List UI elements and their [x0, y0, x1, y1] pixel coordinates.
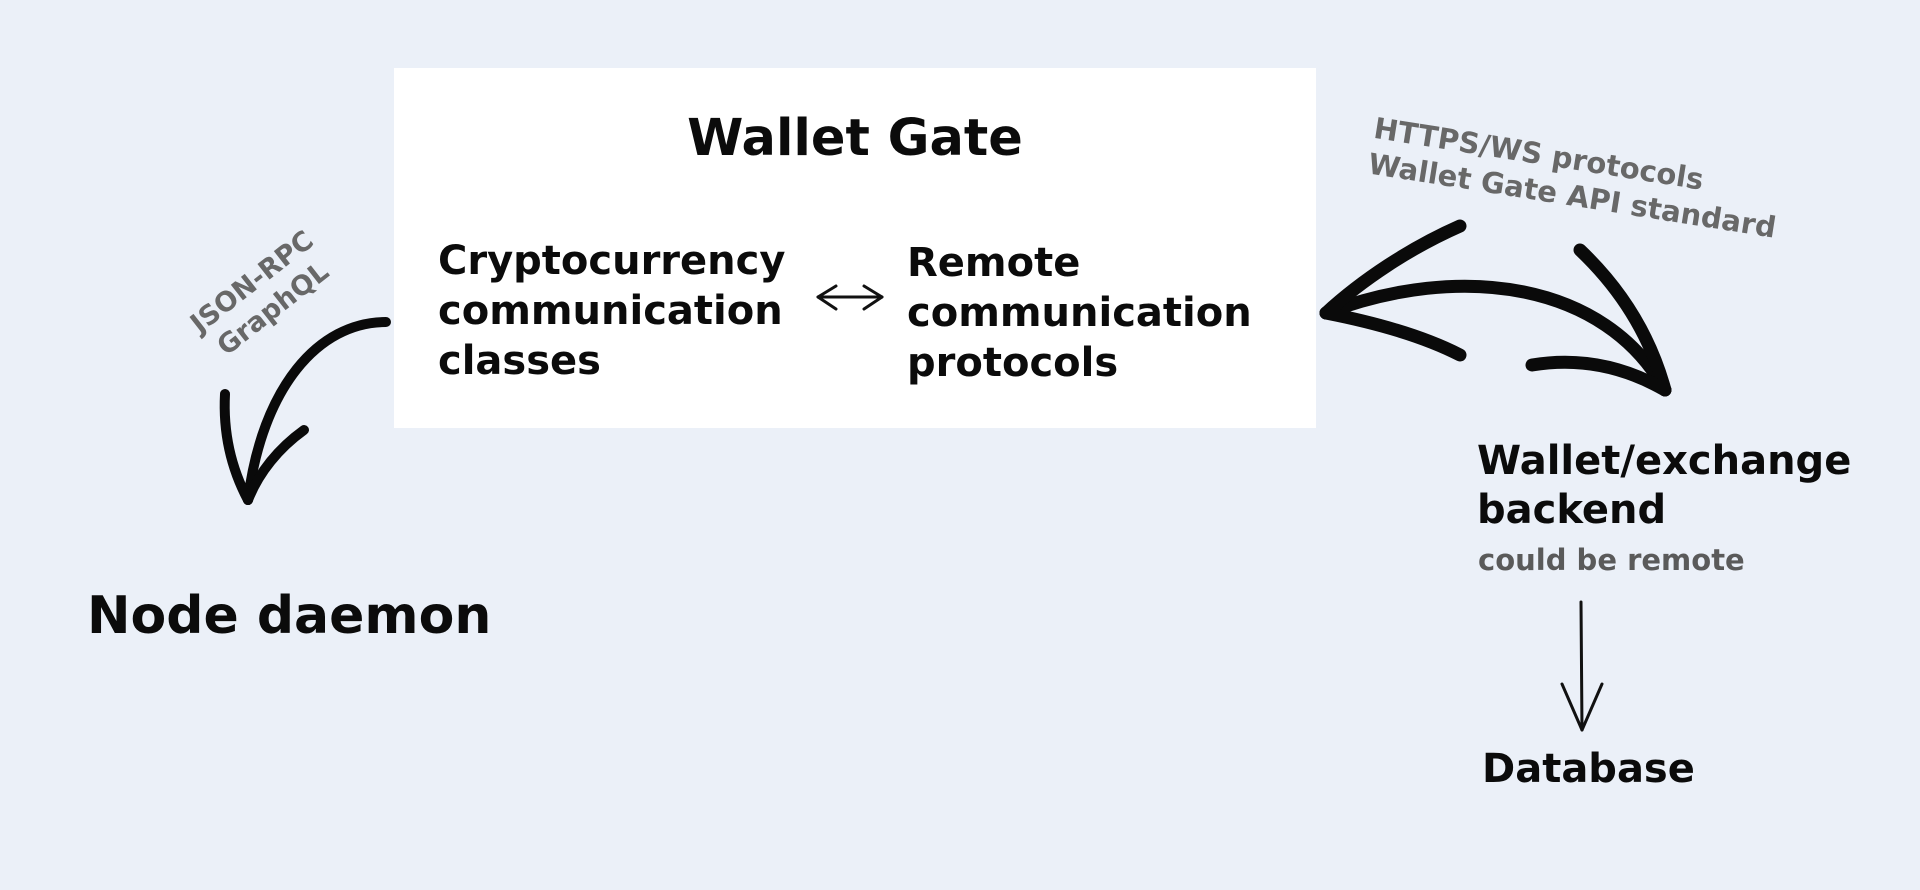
backend-exchange-arrow-icon	[1319, 219, 1672, 397]
database-label: Database	[1482, 746, 1695, 792]
wallet-gate-box: Wallet Gate Cryptocurrency communication…	[394, 68, 1316, 428]
backend-label: Wallet/exchange backend	[1477, 438, 1852, 533]
database-arrow-icon	[1560, 600, 1604, 732]
backend-note: could be remote	[1478, 543, 1745, 577]
crypto-classes-label: Cryptocurrency communication classes	[438, 238, 786, 384]
node-daemon-label: Node daemon	[87, 586, 492, 646]
remote-protocols-label: Remote communication protocols	[907, 240, 1252, 386]
wallet-gate-title: Wallet Gate	[687, 109, 1023, 168]
json-rpc-graphql-label: JSON-RPC GraphQL	[184, 224, 335, 362]
https-ws-protocols-label: HTTPS/WS protocols Wallet Gate API stand…	[1365, 110, 1779, 245]
